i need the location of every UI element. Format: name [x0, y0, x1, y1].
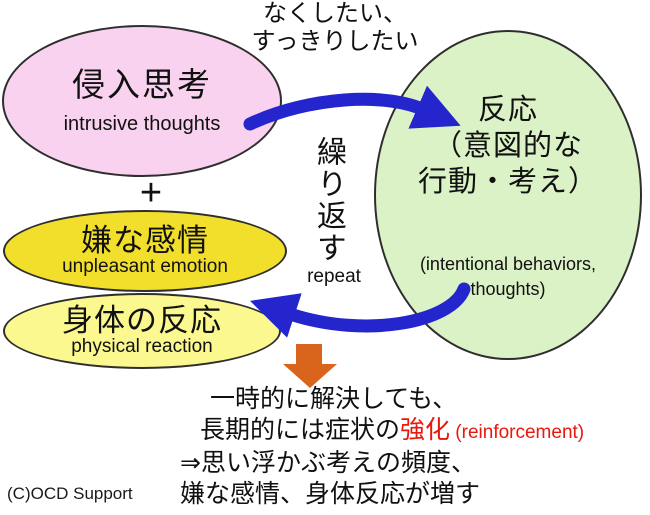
outcome-line-4: 嫌な感情、身体反応が増す — [180, 480, 481, 508]
unpleasant-emotion-jp: 嫌な感情 — [81, 222, 209, 258]
repeat-label-en: repeat — [307, 266, 361, 287]
outcome-text: 一時的に解決しても、 長期的には症状の強化 (reinforcement) ⇒思… — [180, 384, 584, 510]
outcome-line-1: 一時的に解決しても、 — [210, 385, 458, 413]
outcome-line-2: 長期的には症状の強化 (reinforcement) — [180, 415, 584, 448]
intrusive-thoughts-en: intrusive thoughts — [63, 112, 221, 135]
outcome-reinforcement-jp: 強化 — [400, 416, 451, 444]
outcome-line-2-black: 長期的には症状の — [200, 416, 401, 444]
node-physical-reaction: 身体の反応 physical reaction — [3, 293, 281, 369]
outcome-reinforcement-en: (reinforcement) — [450, 422, 585, 443]
physical-reaction-jp: 身体の反応 — [62, 302, 222, 338]
node-intrusive-thoughts: 侵入思考 intrusive thoughts — [2, 25, 282, 177]
arrow-down-outcome-icon — [283, 344, 337, 388]
response-en: (intentional behaviors, thoughts) — [419, 254, 597, 299]
repeat-label-jp: 繰り返す — [312, 136, 345, 264]
physical-reaction-en: physical reaction — [71, 336, 213, 358]
outcome-line-3: ⇒思い浮かぶ考えの頻度、 — [180, 449, 476, 477]
node-response: 反応 （意図的な 行動・考え） (intentional behaviors, … — [374, 30, 642, 360]
unpleasant-emotion-en: unpleasant emotion — [62, 256, 228, 278]
intrusive-thoughts-jp: 侵入思考 — [72, 66, 212, 104]
node-unpleasant-emotion: 嫌な感情 unpleasant emotion — [3, 210, 287, 292]
copyright: (C)OCD Support — [7, 484, 133, 503]
response-jp: 反応 （意図的な 行動・考え） — [417, 94, 598, 198]
plus-sign: + — [139, 172, 163, 214]
goal-label: なくしたい、 すっきりしたい — [251, 0, 419, 55]
